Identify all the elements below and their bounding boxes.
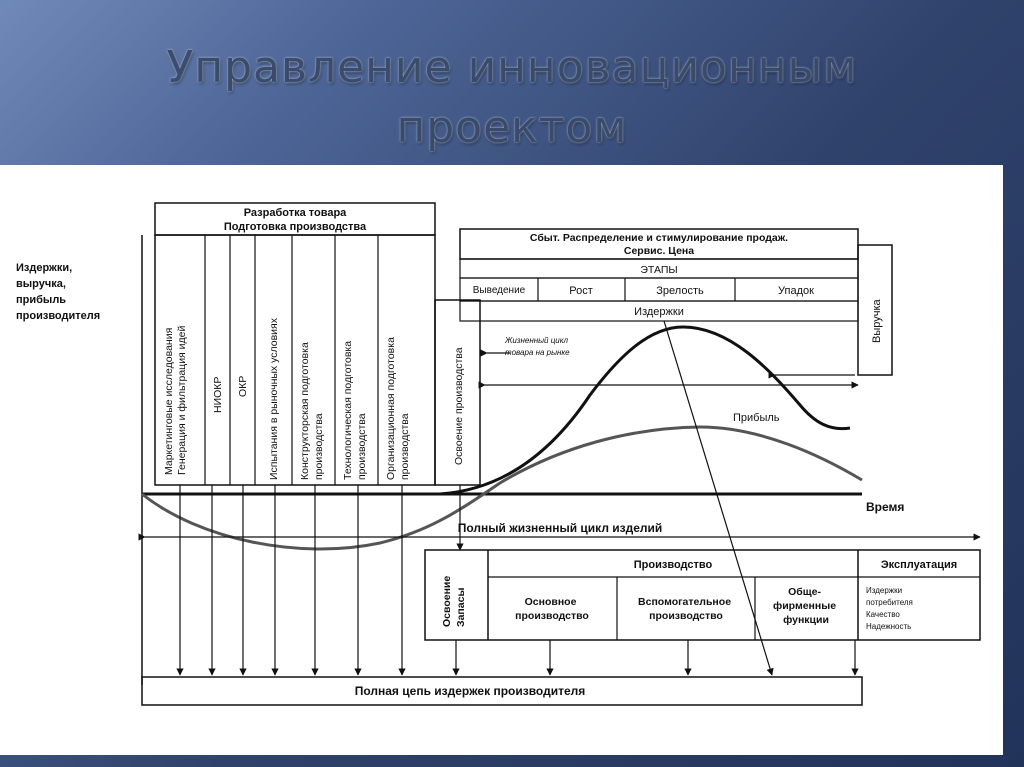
stages-label: ЭТАПЫ [640, 264, 677, 276]
cost-arrows [176, 320, 859, 676]
full-cost-chain-box [141, 676, 863, 706]
development-header-line2: Подготовка производства [224, 221, 367, 233]
development-block: Разработка товара Подготовка производств… [154, 202, 481, 486]
dev-column-tech-prep: Технологическая подготовка производства [342, 338, 368, 480]
dev-column-marketing: Маркетинговые исследования Генерация и ф… [163, 325, 188, 475]
slide-title: Управление инновационным проектом [0, 38, 1024, 158]
stage-introduction: Выведение [473, 285, 526, 296]
time-axis-label: Время [866, 500, 904, 514]
stage-decline: Упадок [778, 285, 814, 297]
slide-title-line1: Управление инновационным [166, 42, 858, 93]
dev-column-mastering: Освоение производства [453, 347, 465, 465]
costs-label: Издержки [634, 306, 684, 318]
profit-label: Прибыль [733, 412, 780, 424]
lifecycle-diagram: Издержки, выручка, прибыль производителя… [16, 202, 981, 706]
dev-column-org-prep: Организационная подготовка производства [385, 334, 411, 480]
full-cost-chain-label: Полная цепь издержек производителя [355, 684, 586, 698]
dev-column-market-tests: Испытания в рыночных условиях [268, 317, 280, 480]
production-block: Освоение Запасы Производство Эксплуатаци… [424, 549, 981, 641]
development-header-line1: Разработка товара [244, 207, 347, 219]
market-lifecycle-label: Жизненный цикл товара на рынке [504, 336, 570, 357]
corporate-functions: Обще- фирменные функции [773, 586, 839, 626]
mastering-reserves: Освоение Запасы [441, 573, 467, 627]
sales-block: Сбыт. Распределение и стимулирование про… [459, 228, 893, 376]
full-lifecycle-label: Полный жизненный цикл изделий [458, 521, 663, 535]
production-label: Производство [634, 559, 713, 571]
y-axis-label: Издержки, выручка, прибыль производителя [16, 262, 100, 322]
sales-header-line1: Сбыт. Распределение и стимулирование про… [530, 232, 788, 244]
revenue-curve [439, 325, 851, 496]
stage-growth: Рост [569, 285, 593, 297]
diagram-panel: Издержки, выручка, прибыль производителя… [0, 165, 1003, 755]
slide-title-line2: проектом [396, 102, 628, 153]
dev-column-okr: ОКР [237, 376, 249, 397]
main-production: Основное производство [515, 596, 589, 622]
stage-maturity: Зрелость [656, 285, 704, 297]
exploitation-label: Эксплуатация [881, 559, 957, 571]
auxiliary-production: Вспомогательное производство [638, 596, 734, 622]
consumer-items: Издержки потребителя Качество Надежность [866, 586, 915, 631]
revenue-label: Выручка [871, 298, 883, 343]
dev-column-design-prep: Конструкторская подготовка производства [299, 339, 325, 480]
sales-header-line2: Сервис. Цена [624, 245, 694, 257]
dev-column-niokr: НИОКР [212, 377, 224, 413]
market-lifecycle-range: Жизненный цикл товара на рынке [478, 336, 859, 389]
